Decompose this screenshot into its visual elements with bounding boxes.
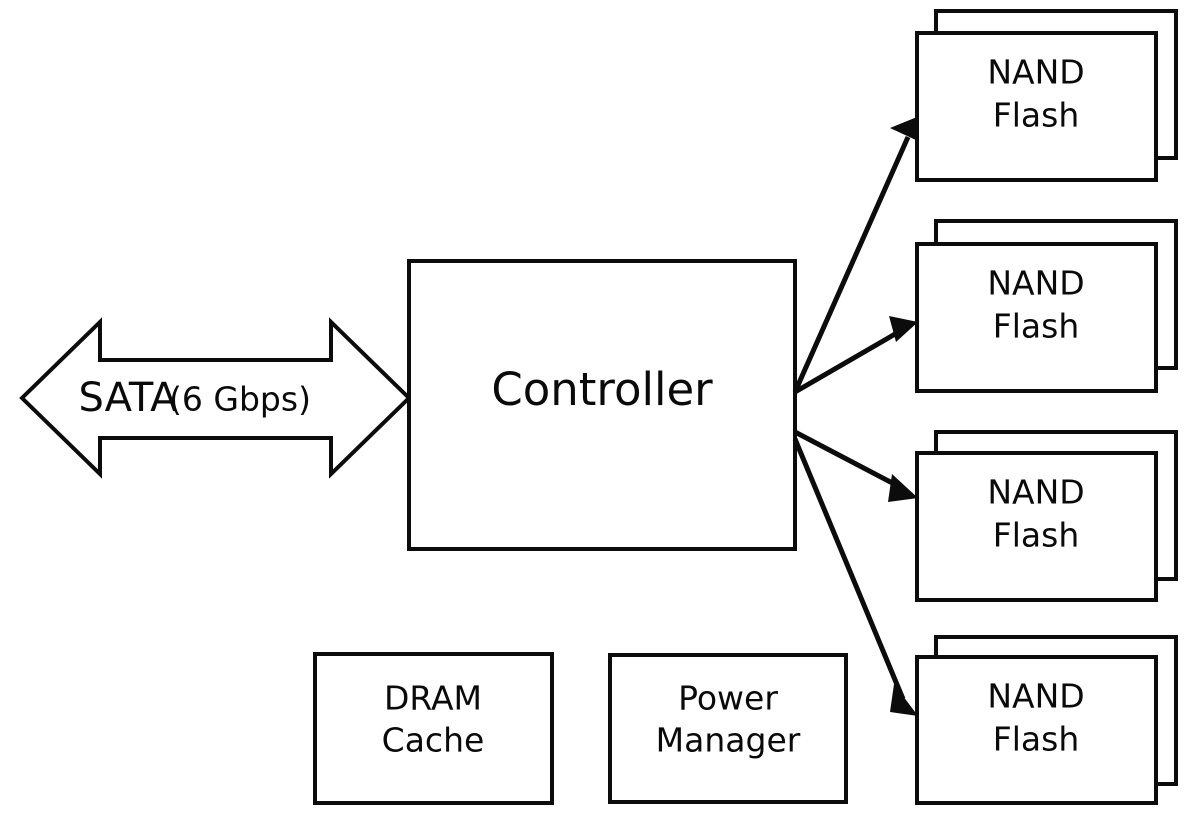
nand-flash-1-front-box bbox=[915, 31, 1158, 182]
nand-flash-1[interactable]: NAND Flash bbox=[915, 9, 1178, 182]
nand-flash-2-label-line2: Flash bbox=[993, 307, 1079, 346]
nand-flash-3-front-box bbox=[915, 451, 1158, 602]
arrowhead-nand-2 bbox=[889, 316, 918, 342]
arrowhead-nand-4 bbox=[890, 684, 918, 716]
connector-arrow-nand-4 bbox=[792, 438, 918, 716]
nand-flash-2-label-line1: NAND bbox=[987, 264, 1084, 303]
dram-cache-label-line1: DRAM bbox=[384, 679, 482, 718]
dram-cache-label-line2: Cache bbox=[382, 721, 485, 760]
connector-arrow-nand-2 bbox=[793, 316, 918, 395]
arrowhead-nand-3 bbox=[888, 474, 918, 502]
controller-block[interactable]: Controller bbox=[407, 259, 797, 551]
nand-flash-1-label-line2: Flash bbox=[993, 96, 1079, 135]
power-manager-label-line2: Manager bbox=[656, 721, 801, 760]
power-manager-label-line1: Power bbox=[678, 679, 778, 718]
controller-label: Controller bbox=[491, 363, 713, 416]
sata-label-detail: (6 Gbps) bbox=[169, 380, 311, 419]
nand-flash-3-label-line1: NAND bbox=[987, 473, 1084, 512]
arrowhead-nand-1 bbox=[890, 117, 918, 141]
nand-flash-4-label-line2: Flash bbox=[993, 720, 1079, 759]
power-manager-box bbox=[608, 653, 848, 804]
power-manager-block[interactable]: Power Manager bbox=[608, 653, 848, 804]
dram-cache-block[interactable]: DRAM Cache bbox=[313, 652, 554, 805]
sata-label-main: SATA bbox=[78, 375, 178, 421]
connector-arrow-nand-3 bbox=[793, 429, 918, 502]
nand-flash-2-front-box bbox=[915, 242, 1158, 393]
nand-flash-4-front-box bbox=[915, 655, 1158, 805]
nand-flash-4[interactable]: NAND Flash bbox=[915, 635, 1178, 805]
sata-interface-arrow[interactable]: SATA (6 Gbps) bbox=[19, 317, 412, 479]
nand-flash-3[interactable]: NAND Flash bbox=[915, 430, 1178, 602]
dram-cache-box bbox=[313, 652, 554, 805]
controller-box bbox=[407, 259, 797, 551]
nand-flash-3-label-line2: Flash bbox=[993, 516, 1079, 555]
controller-to-nand-connectors bbox=[792, 117, 918, 716]
connector-arrow-nand-1 bbox=[792, 117, 918, 394]
nand-flash-2[interactable]: NAND Flash bbox=[915, 219, 1178, 393]
nand-flash-4-label-line1: NAND bbox=[987, 677, 1084, 716]
nand-flash-1-label-line1: NAND bbox=[987, 53, 1084, 92]
